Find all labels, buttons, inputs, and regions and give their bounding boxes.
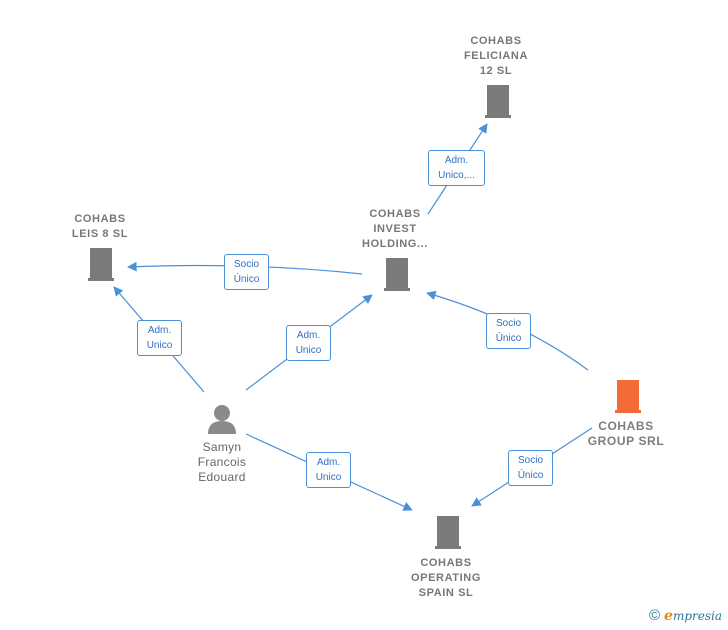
brand-logo-initial: e	[664, 608, 673, 624]
edge-label-line: Unico,...	[438, 170, 475, 181]
edge-label-line: Único	[517, 470, 544, 481]
edge-label-samyn-operating[interactable]: Adm. Unico	[306, 452, 351, 488]
edge-label-line: Adm.	[147, 325, 172, 336]
edge-label-line: Socio	[495, 318, 521, 329]
edge-label-line: Unico	[315, 472, 342, 483]
node-label-line: FELICIANA	[463, 50, 529, 62]
brand-logo-text: mpresia	[672, 609, 722, 623]
node-label-line: COHABS	[74, 213, 126, 225]
edge-label-line: Adm.	[316, 457, 341, 468]
node-label-cohabs-leis[interactable]: COHABS LEIS 8 SL	[50, 212, 150, 242]
node-label-samyn[interactable]: Samyn Francois Edouard	[172, 440, 272, 485]
node-label-line: 12 SL	[479, 65, 513, 77]
edge-label-line: Unico	[146, 340, 173, 351]
person-icon[interactable]	[208, 405, 236, 434]
edge-label-group-operating[interactable]: Socio Único	[508, 450, 553, 486]
edge-label-invest-leis[interactable]: Socio Único	[224, 254, 269, 290]
edge-label-line: Adm.	[296, 330, 321, 341]
copyright-symbol: ©	[648, 607, 661, 624]
node-label-line: GROUP SRL	[587, 434, 665, 448]
edge-label-line: Unico	[295, 345, 322, 356]
edge-label-line: Único	[495, 333, 522, 344]
edge-label-line: Adm.	[444, 155, 469, 166]
building-icon[interactable]	[615, 380, 641, 413]
building-icon[interactable]	[88, 248, 114, 281]
edge-label-line: Socio	[233, 259, 259, 270]
node-label-line: COHABS	[598, 419, 654, 433]
node-label-cohabs-feliciana[interactable]: COHABS FELICIANA 12 SL	[446, 34, 546, 79]
edge-label-line: Único	[233, 274, 260, 285]
node-label-line: Edouard	[198, 470, 246, 484]
building-icon[interactable]	[485, 85, 511, 118]
node-label-cohabs-invest[interactable]: COHABS INVEST HOLDING...	[345, 207, 445, 252]
copyright-notice: ©empresia	[649, 607, 722, 624]
node-label-line: COHABS	[420, 557, 472, 569]
node-label-line: Samyn	[202, 440, 242, 454]
node-label-line: OPERATING	[411, 572, 481, 584]
building-icon[interactable]	[384, 258, 410, 291]
node-label-line: COHABS	[470, 35, 522, 47]
node-label-cohabs-group[interactable]: COHABS GROUP SRL	[576, 419, 676, 449]
node-label-line: INVEST	[373, 223, 417, 235]
edge-label-group-invest[interactable]: Socio Único	[486, 313, 531, 349]
node-label-line: HOLDING...	[362, 238, 428, 250]
edge-label-samyn-invest[interactable]: Adm. Unico	[286, 325, 331, 361]
node-label-cohabs-operating[interactable]: COHABS OPERATING SPAIN SL	[396, 556, 496, 601]
node-label-line: SPAIN SL	[418, 587, 474, 599]
building-icon[interactable]	[435, 516, 461, 549]
node-label-line: LEIS 8 SL	[71, 228, 129, 240]
edge-label-samyn-leis[interactable]: Adm. Unico	[137, 320, 182, 356]
node-label-line: COHABS	[369, 208, 421, 220]
edge-label-line: Socio	[517, 455, 543, 466]
node-label-line: Francois	[197, 455, 247, 469]
edge-label-invest-feliciana[interactable]: Adm. Unico,...	[428, 150, 485, 186]
